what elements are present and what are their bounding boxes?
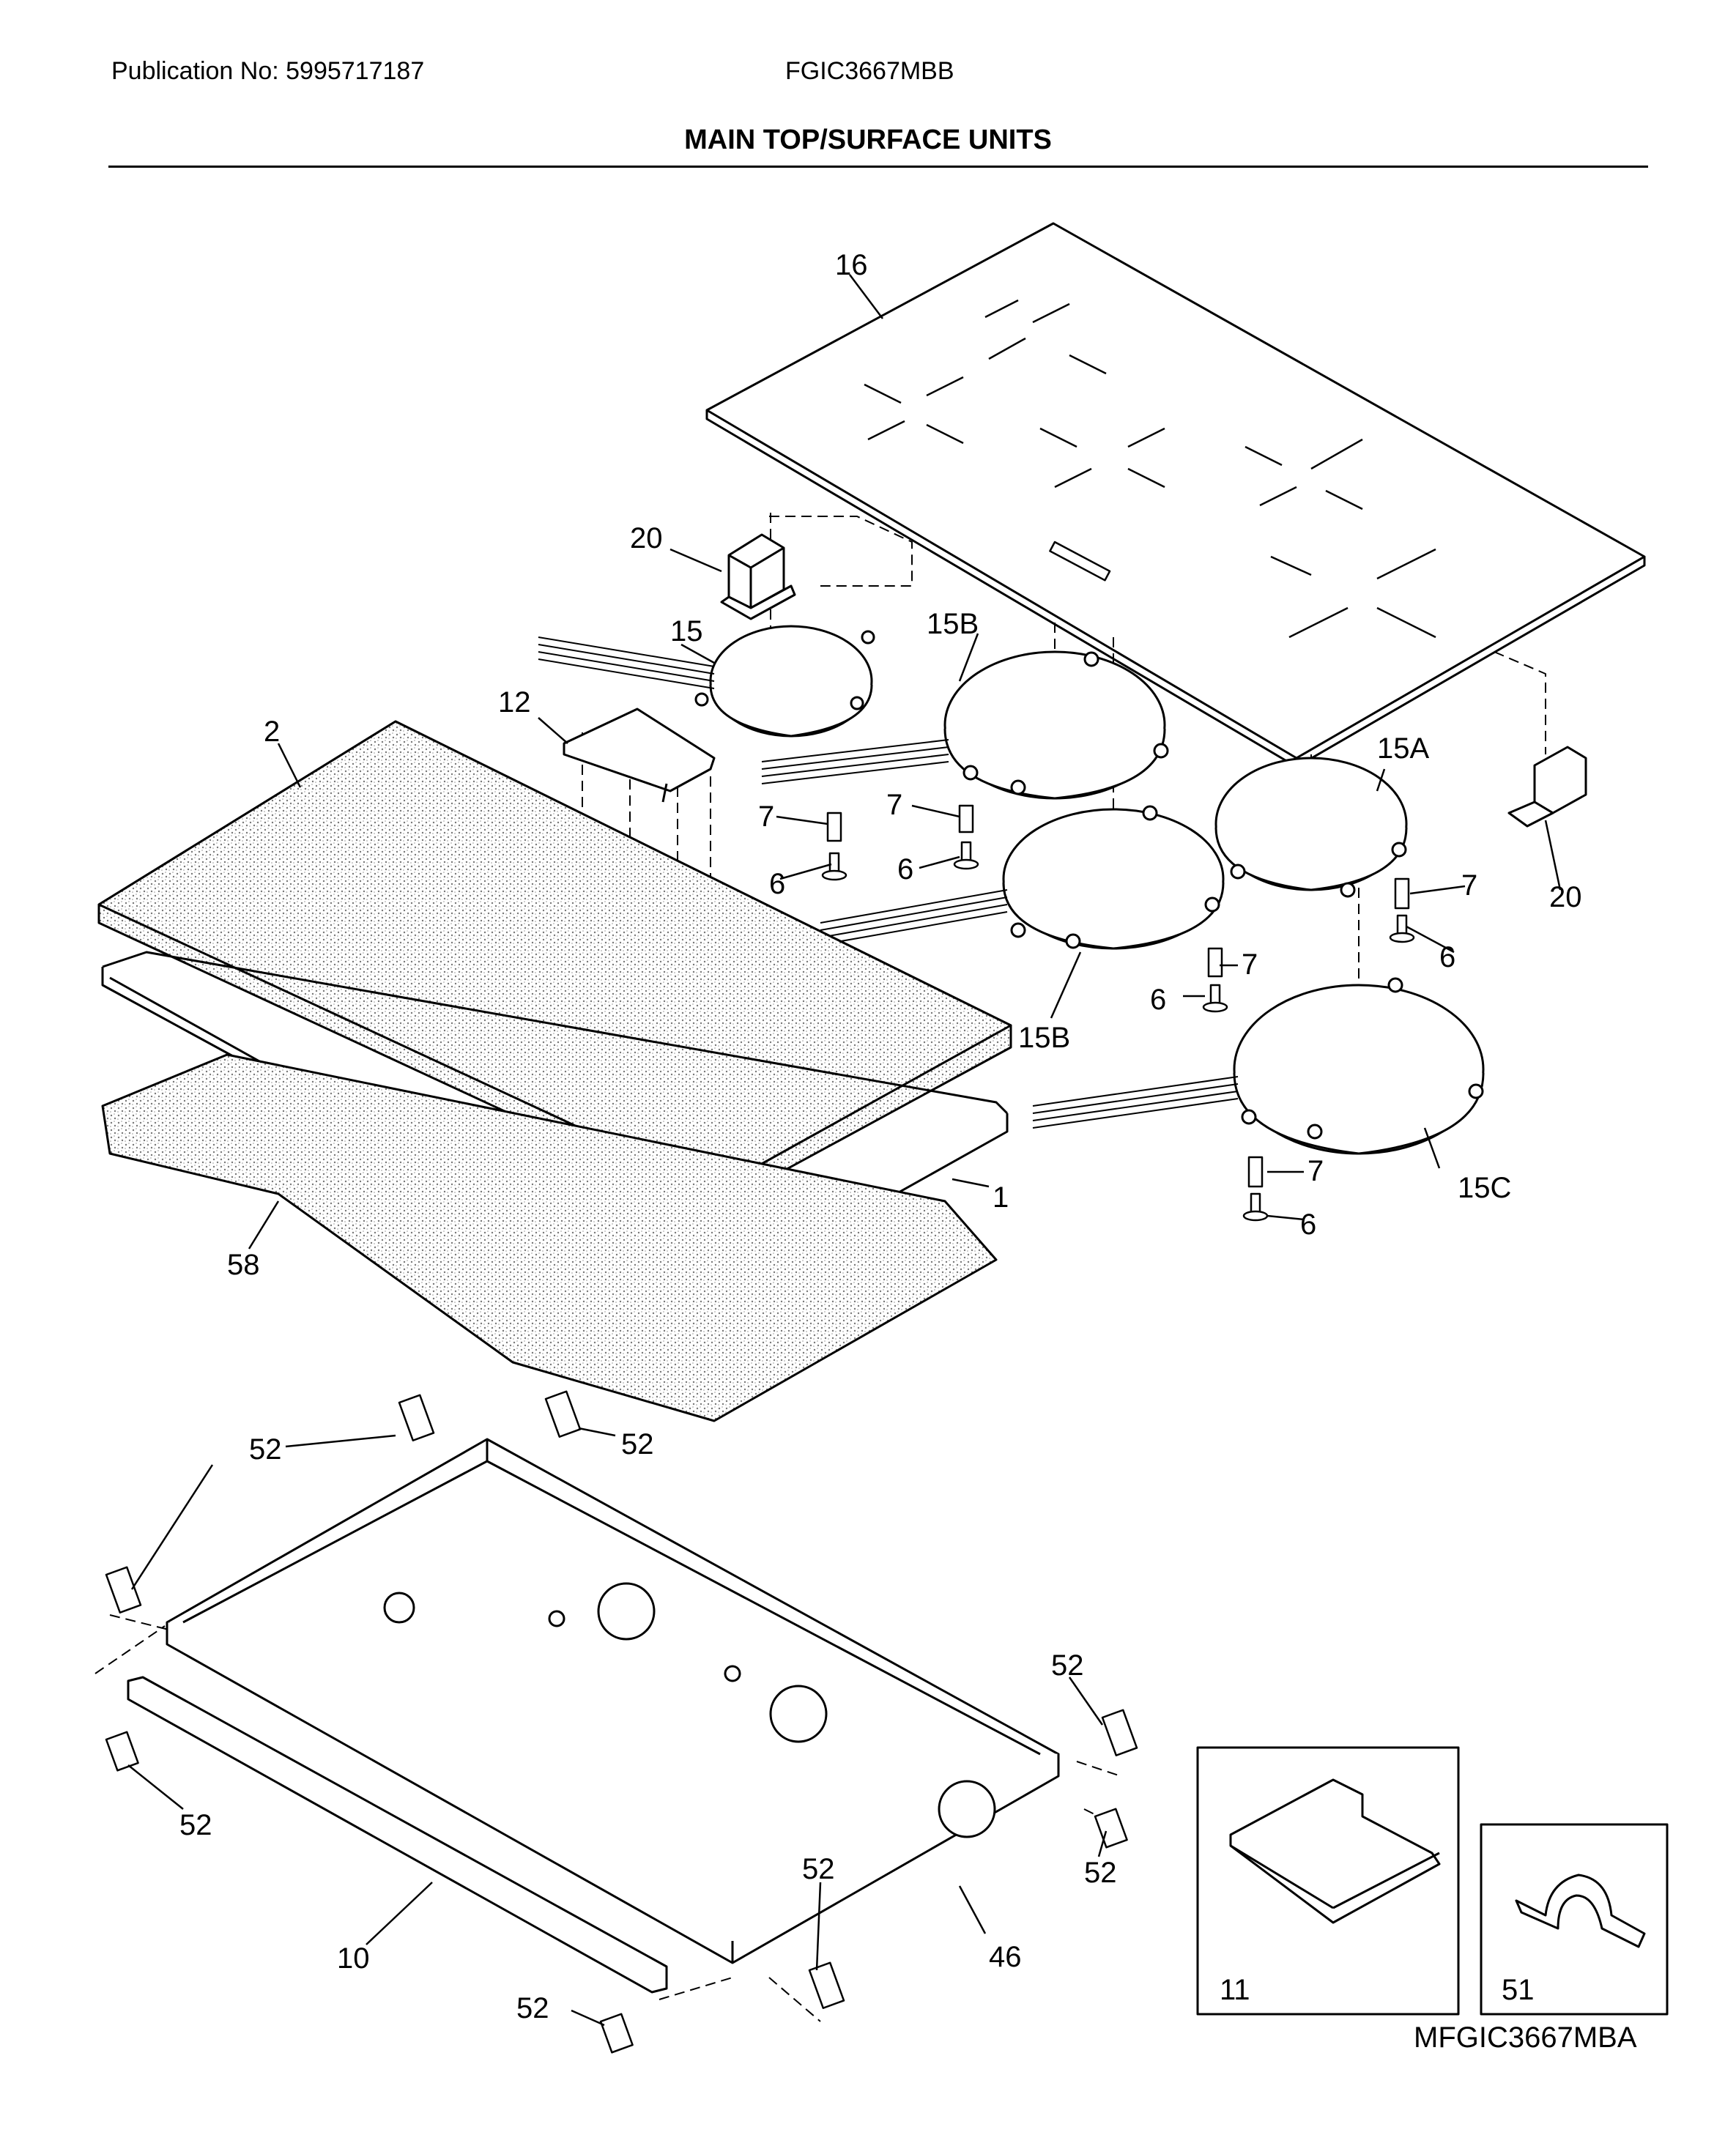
callout-1: 1 xyxy=(993,1181,1009,1214)
callout-58: 58 xyxy=(227,1249,260,1281)
front-trim-part xyxy=(127,1676,668,1994)
heating-element-15a xyxy=(1214,757,1408,898)
bracket-part-12 xyxy=(563,708,716,803)
callout-7-b: 7 xyxy=(886,789,902,821)
title-rule xyxy=(108,166,1648,168)
callout-15: 15 xyxy=(670,615,703,647)
inset-box-51 xyxy=(1480,1823,1669,2016)
callout-7-c: 7 xyxy=(1461,869,1477,902)
callout-7-e: 7 xyxy=(1307,1155,1324,1187)
heating-element-15 xyxy=(538,625,875,738)
callout-52-a: 52 xyxy=(249,1433,282,1466)
callout-12: 12 xyxy=(498,686,531,719)
callout-52-b: 52 xyxy=(621,1428,654,1460)
callout-15a: 15A xyxy=(1377,732,1429,765)
inset-box-11 xyxy=(1196,1746,1460,2016)
callout-52-c: 52 xyxy=(1051,1649,1084,1682)
callout-2: 2 xyxy=(264,716,280,748)
bottom-insulation-part xyxy=(101,1053,998,1422)
cooktop-box-part xyxy=(166,1438,1060,1964)
callout-46: 46 xyxy=(989,1941,1022,1973)
callout-52-e: 52 xyxy=(802,1853,835,1885)
bracket-part-right xyxy=(1507,746,1587,828)
callout-20-right: 20 xyxy=(1549,881,1582,913)
callout-20-left: 20 xyxy=(630,522,663,554)
callout-52-f: 52 xyxy=(1084,1857,1117,1889)
callout-6-a: 6 xyxy=(769,868,785,900)
model-number: FGIC3667MBB xyxy=(785,57,954,85)
callout-11: 11 xyxy=(1220,1974,1250,2006)
clip-parts xyxy=(105,1390,1138,2054)
callout-52-g: 52 xyxy=(516,1992,549,2024)
heating-element-15c xyxy=(1032,977,1485,1155)
callout-15b-top: 15B xyxy=(927,608,979,640)
page-title: MAIN TOP/SURFACE UNITS xyxy=(684,125,1052,155)
diagram-code: MFGIC3667MBA xyxy=(1414,2021,1637,2054)
callout-6-c: 6 xyxy=(1439,941,1455,973)
callout-7-d: 7 xyxy=(1242,948,1258,981)
callout-15c: 15C xyxy=(1458,1172,1511,1204)
callout-7-a: 7 xyxy=(758,801,774,833)
callout-52-d: 52 xyxy=(179,1809,212,1841)
callout-6-d: 6 xyxy=(1150,984,1166,1016)
callout-15b-bottom: 15B xyxy=(1018,1022,1070,1054)
bracket-part-left xyxy=(720,533,796,620)
publication-number: Publication No: 5995717187 xyxy=(111,57,425,85)
callout-16: 16 xyxy=(835,249,868,281)
spring-parts xyxy=(826,804,1410,1188)
heating-element-15b-bottom xyxy=(820,805,1225,950)
insulation-pad-part xyxy=(97,720,1012,1210)
callout-6-b: 6 xyxy=(897,853,913,885)
callout-6-e: 6 xyxy=(1300,1208,1316,1241)
callout-51: 51 xyxy=(1502,1974,1535,2006)
callout-10: 10 xyxy=(337,1942,370,1975)
heating-element-15b-top xyxy=(761,650,1169,800)
